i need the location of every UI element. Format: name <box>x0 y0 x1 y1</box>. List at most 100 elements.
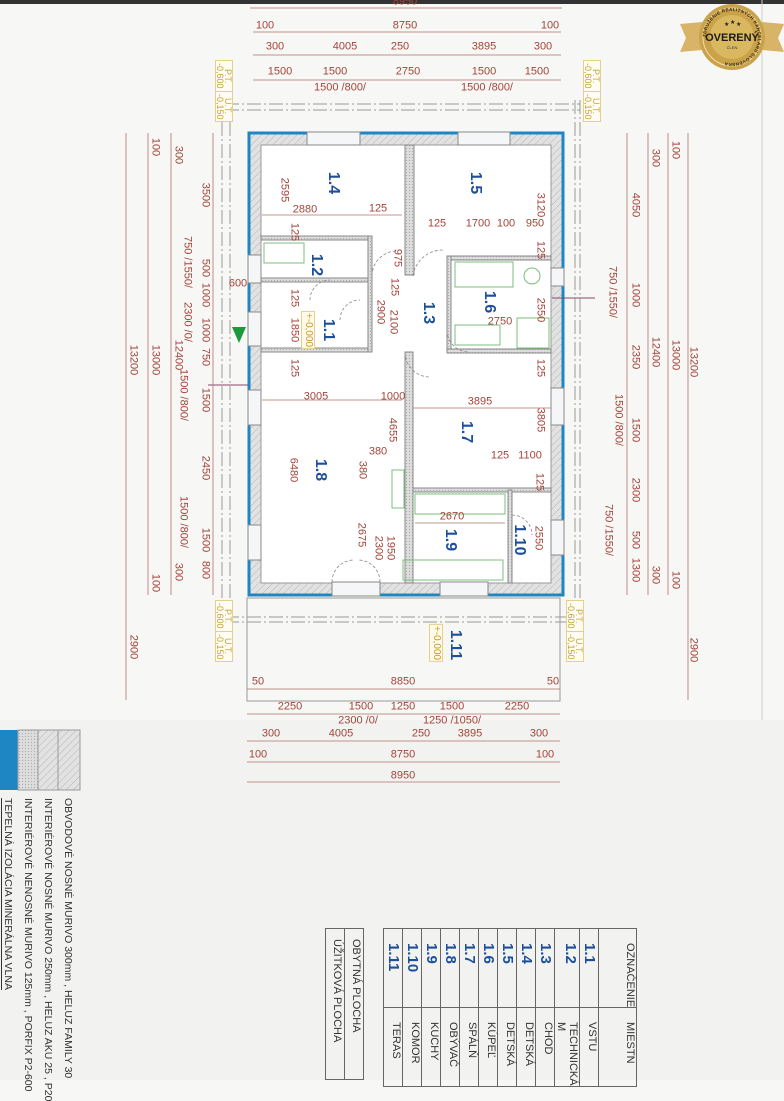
badge-title: OVERENÝ <box>705 31 759 44</box>
dimension-label: 4655 <box>386 417 399 443</box>
dimension-label: 950 <box>525 217 545 230</box>
dimension-label: 300 <box>172 145 185 165</box>
dimension-label: 1500 <box>199 387 212 413</box>
room-id: 1.11 <box>383 927 403 1009</box>
area-label-usable: ÚŽITKOVÁ PLOCHA <box>325 928 345 1080</box>
dimension-label: 1500 <box>439 700 465 713</box>
dimension-label: 750 /1550/ <box>606 266 619 318</box>
dimension-label: 1950 <box>384 535 397 561</box>
dimension-label: 2900 <box>687 637 700 663</box>
dimension-label: 2250 <box>504 700 530 713</box>
dimension-label: 2250 <box>277 700 303 713</box>
room-label: 1.11 <box>447 629 464 661</box>
dimension-label: 300 <box>529 727 549 740</box>
dimension-label: 100 <box>496 217 516 230</box>
dimension-label: 13200 <box>127 344 140 376</box>
dimension-label: 1500 /800/ <box>461 81 513 94</box>
dimension-label: 125 <box>388 277 401 297</box>
room-label: 1.6 <box>481 290 498 314</box>
room-name: SPÁLŇ <box>459 1007 479 1087</box>
dimension-label: 800 <box>199 560 212 580</box>
verified-member-badge: ZDRUŽENIE REALITNÝCH KANCELÁRIÍ SLOVENSK… <box>680 4 784 70</box>
dimension-label: 3120 <box>534 192 547 218</box>
dimension-label: 3500 <box>199 182 212 208</box>
dimension-label: 1500 <box>471 65 497 78</box>
interior-walls <box>260 144 552 584</box>
dimension-label: 125 <box>490 449 510 462</box>
dimension-label: 100 <box>149 573 162 593</box>
level-ut: U.T. -0,150 <box>583 90 601 122</box>
dimension-label: 13000 <box>149 344 162 376</box>
dimension-label: 1500 <box>267 65 293 78</box>
room-label: 1.4 <box>325 171 342 195</box>
dimension-label: 3895 <box>457 727 483 740</box>
room-name: TERAS <box>383 1007 403 1087</box>
room-name: KOMOR <box>402 1007 422 1087</box>
dimension-label: 125 <box>288 288 301 308</box>
dimension-label: 1500 <box>524 65 550 78</box>
dimension-label: 2100 <box>387 309 400 335</box>
dimension-label: 2670 <box>439 510 465 523</box>
header-label: OZNAČENIE <box>598 927 637 1009</box>
room-id: 1.7 <box>459 927 479 1009</box>
badge-subtitle: ČLEN <box>727 45 738 50</box>
room-label: 1.9 <box>442 528 459 552</box>
room-table-header: OZNAČENIE MIESTN <box>598 927 637 1087</box>
dimension-label: 500 <box>199 258 212 278</box>
dimension-label: 1250 <box>390 700 416 713</box>
dimension-label: 4050 <box>629 192 642 218</box>
dimension-label: 750 /1550/ <box>602 504 615 556</box>
level-pt: P.T. -0,600 <box>215 603 233 629</box>
dimension-label: 3805 <box>534 407 547 433</box>
dimension-label: 100 <box>540 19 560 32</box>
dimension-label: 1000 <box>380 390 406 403</box>
room-id: 1.2 <box>554 927 580 1009</box>
dimension-label: 1500 /800/ <box>177 496 190 548</box>
dimension-label: 13200 <box>687 346 700 378</box>
fixtures <box>263 242 550 581</box>
room-name: KUCHY <box>421 1007 441 1087</box>
level-ut: U.T. -0,150 <box>215 90 233 122</box>
scan-edge <box>0 0 784 4</box>
level-pt: P.T. -0,600 <box>215 63 233 89</box>
level-ut: U.T. -0,150 <box>566 630 584 662</box>
dimension-label: 100 <box>669 140 682 160</box>
dimension-label: 50 <box>546 675 560 688</box>
legend-insulation: TEPELNÁ IZOLÁCIA MINERÁLNA VLNA <box>2 798 14 990</box>
dimension-label: 2300 <box>372 535 385 561</box>
dimension-label: 6480 <box>287 457 300 483</box>
elevation-mark: +-0,000 <box>429 623 443 663</box>
dimension-label: 2450 <box>199 455 212 481</box>
room-name: OBÝVAČ <box>440 1007 460 1087</box>
area-label-living: OBYTNÁ PLOCHA <box>344 928 364 1080</box>
dimension-label: 600 <box>228 277 248 290</box>
dimension-label: 2300 <box>629 477 642 503</box>
dimension-label: 300 <box>533 40 553 53</box>
dimension-label: 2900 <box>374 299 387 325</box>
dimension-label: 2900 <box>127 634 140 660</box>
dimension-label: 2880 <box>292 203 318 216</box>
dimension-label: 3895 <box>471 40 497 53</box>
dimension-label: 4005 <box>332 40 358 53</box>
dimension-label: 100 <box>248 748 268 761</box>
dimension-label: 1500 <box>348 700 374 713</box>
dimension-label: 1250 /1050/ <box>422 714 482 727</box>
dimension-label: 125 <box>534 240 547 260</box>
dimension-label: 300 <box>172 562 185 582</box>
dimension-label: 2750 <box>395 65 421 78</box>
room-id: 1.1 <box>579 927 599 1009</box>
windows <box>247 131 565 597</box>
level-ut: U.T. -0,150 <box>215 630 233 662</box>
dimension-lines <box>125 7 689 783</box>
dimension-label: 100 <box>535 748 555 761</box>
dimension-label: 1500 <box>199 527 212 553</box>
dimension-label: 300 <box>649 565 662 585</box>
legend-outer-wall: OBVODOVÉ NOSNÉ MURIVO 300mm , HELUZ FAMI… <box>62 798 74 1079</box>
dimension-label: 4005 <box>328 727 354 740</box>
dimension-label: 1850 <box>288 317 301 343</box>
legend-swatches <box>0 729 81 791</box>
